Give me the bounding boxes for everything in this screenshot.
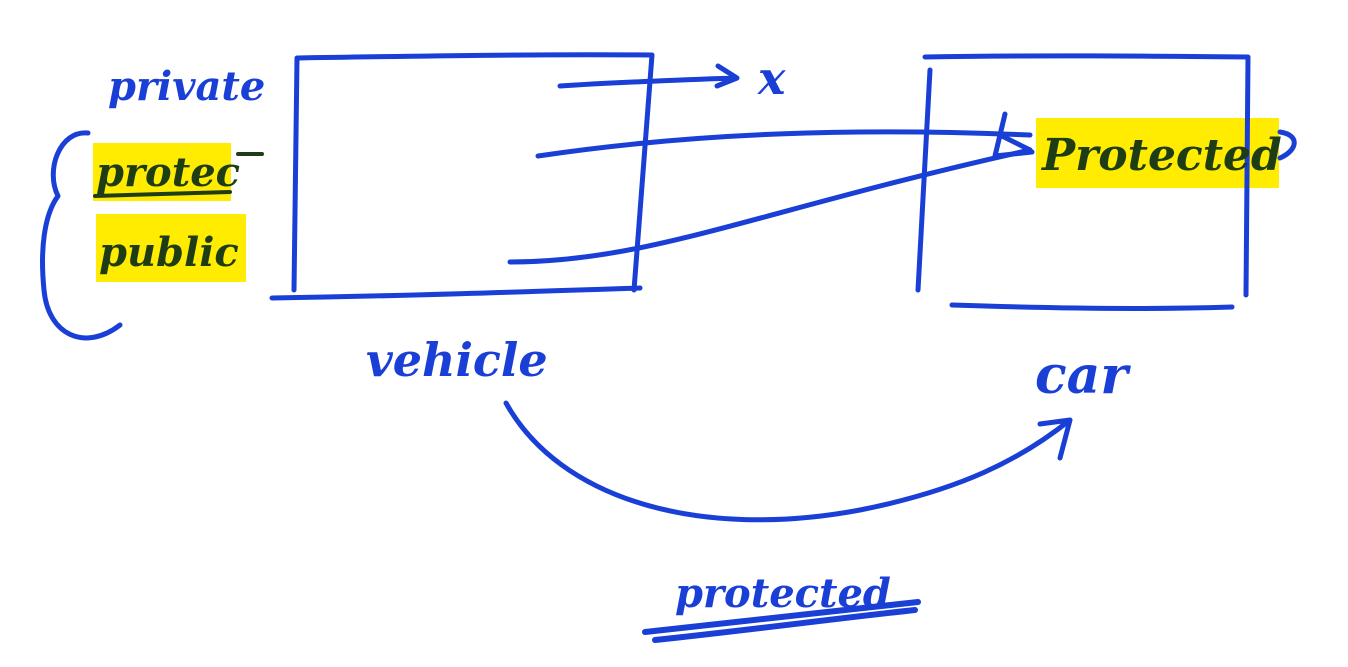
inheritance-mode-underline: [642, 599, 921, 643]
label-private: private: [108, 63, 265, 110]
highlight-protected-right: [1036, 118, 1279, 188]
label-protected-target: Protected: [1040, 130, 1282, 181]
grouping-brace: [40, 130, 123, 341]
arrow-heads: [992, 111, 1035, 159]
highlight-public-left: [96, 214, 246, 282]
label-protected: protec: [96, 149, 240, 196]
label-car: car: [1035, 345, 1131, 406]
label-public: public: [99, 229, 239, 276]
car-box: [915, 53, 1251, 311]
protected-arrow: [535, 129, 1033, 159]
inheritance-arrow: [503, 400, 1073, 523]
blocked-mark: x: [757, 51, 786, 105]
protected-target-tail: [1277, 129, 1297, 161]
vehicle-box: [269, 52, 655, 301]
private-arrow: [557, 63, 740, 89]
protected-underline: [93, 152, 264, 198]
label-vehicle: vehicle: [366, 333, 548, 387]
public-arrow: [507, 147, 1033, 265]
